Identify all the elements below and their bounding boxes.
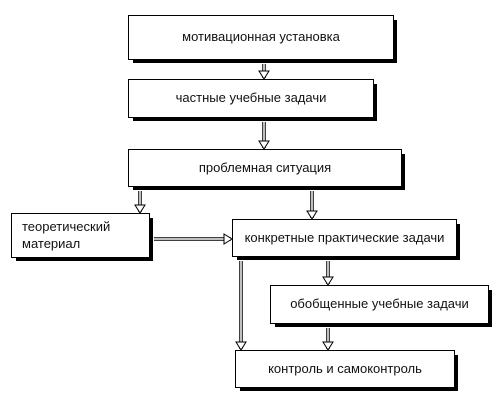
concrete-tasks-box: конкретные практические задачи <box>232 219 460 260</box>
problem-situation-box: проблемная ситуация <box>128 149 405 190</box>
arrowhead <box>322 341 334 351</box>
theory-line-1: теоретический <box>22 219 111 235</box>
theoretical-material-label: теоретический материал <box>22 219 110 252</box>
arrowhead <box>223 233 233 245</box>
control-label: контроль и самоконтроль <box>268 360 422 376</box>
particular-tasks-label: частные учебные задачи <box>175 90 327 106</box>
motivation-box: мотивационная установка <box>128 15 397 63</box>
arrowhead <box>134 204 146 214</box>
particular-tasks-box: частные учебные задачи <box>128 79 377 121</box>
arrowhead <box>235 341 247 351</box>
theory-line-2: материал <box>22 235 81 251</box>
motivation-label: мотивационная установка <box>182 29 340 45</box>
concrete-tasks-label: конкретные практические задачи <box>244 229 445 245</box>
general-tasks-box: обобщенные учебные задачи <box>270 285 492 327</box>
theoretical-material-box: теоретический материал <box>11 213 153 261</box>
problem-situation-label: проблемная ситуация <box>198 159 332 175</box>
control-box: контроль и самоконтроль <box>235 350 458 391</box>
arrowhead <box>258 70 270 80</box>
arrowhead <box>306 210 318 220</box>
arrowhead <box>258 140 270 150</box>
arrowhead <box>322 276 334 286</box>
general-tasks-label: обобщенные учебные задачи <box>290 296 469 312</box>
